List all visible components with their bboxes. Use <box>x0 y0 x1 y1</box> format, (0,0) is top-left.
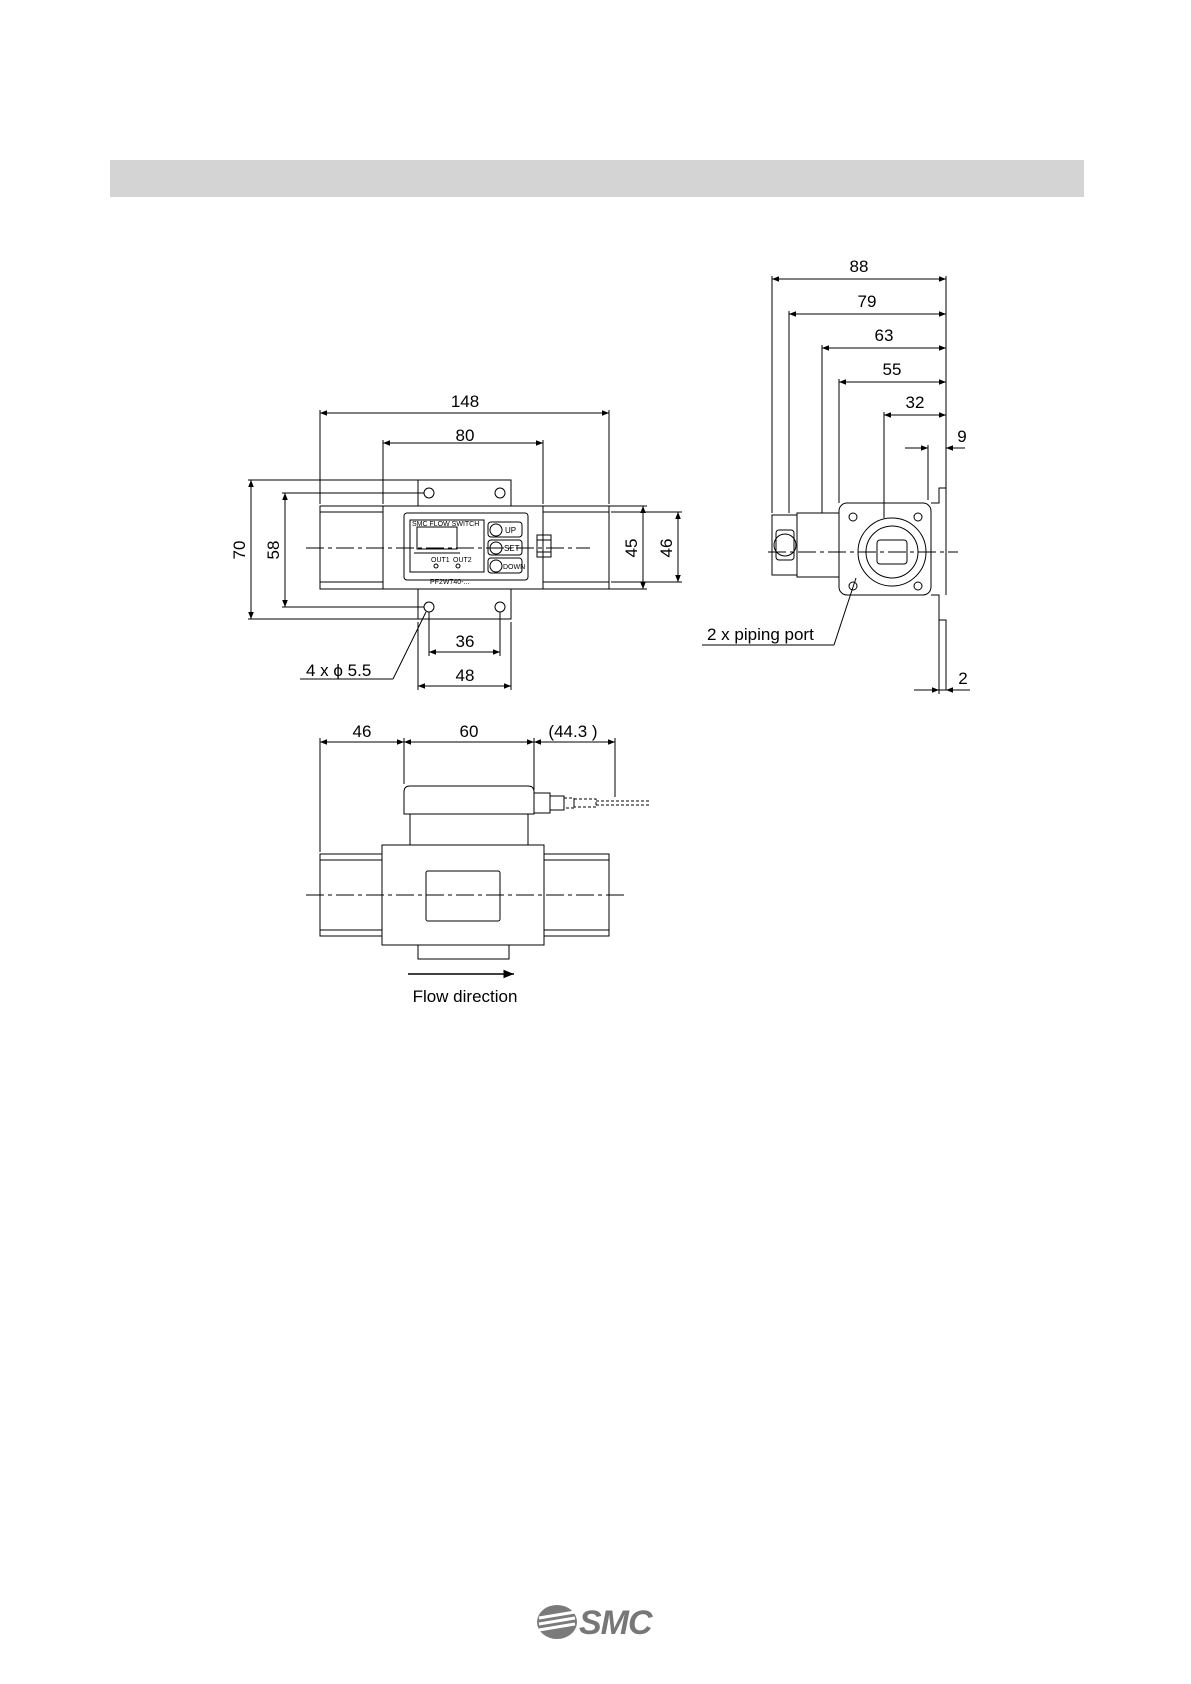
panel-model-label: PF2W740-... <box>430 579 469 586</box>
dim-36-label: 36 <box>456 632 475 651</box>
logo-text: SMC <box>579 1604 652 1643</box>
dim-63-label: 63 <box>875 326 894 345</box>
dim-46-bottom-label: 46 <box>353 722 372 741</box>
dim-148-label: 148 <box>451 392 479 411</box>
panel-out2-label: OUT2 <box>453 557 472 564</box>
dim-60-label: 60 <box>460 722 479 741</box>
flow-direction-label: Flow direction <box>413 987 518 1006</box>
piping-port-callout: 2 x piping port <box>707 625 814 644</box>
side-view-labels: 88 79 63 55 32 9 2 2 x piping port <box>707 257 968 688</box>
panel-brand-label: SMC FLOW SWITCH <box>412 521 479 528</box>
panel-out1-label: OUT1 <box>431 557 450 564</box>
hole-callout-label: 4 x ϕ 5.5 <box>306 661 371 680</box>
dim-32-label: 32 <box>906 393 925 412</box>
bottom-view <box>306 738 650 974</box>
smc-logo: SMC <box>535 1600 665 1646</box>
dim-9-label: 9 <box>957 427 966 446</box>
dim-70-label: 70 <box>230 541 249 560</box>
dim-55-label: 55 <box>883 360 902 379</box>
dim-45-label: 45 <box>622 539 641 558</box>
panel-down-label: DOWN <box>503 564 525 571</box>
dim-48-label: 48 <box>456 666 475 685</box>
panel-up-label: UP <box>505 526 516 535</box>
smc-logo-icon <box>535 1600 579 1644</box>
dim-88-label: 88 <box>850 257 869 276</box>
dim-79-label: 79 <box>858 292 877 311</box>
dim-44-3-label: (44.3 ) <box>548 722 597 741</box>
panel-set-label: SET <box>504 544 520 553</box>
dim-58-label: 58 <box>264 541 283 560</box>
dim-2-label: 2 <box>958 669 967 688</box>
dim-80-label: 80 <box>456 426 475 445</box>
dim-46-label: 46 <box>657 539 676 558</box>
